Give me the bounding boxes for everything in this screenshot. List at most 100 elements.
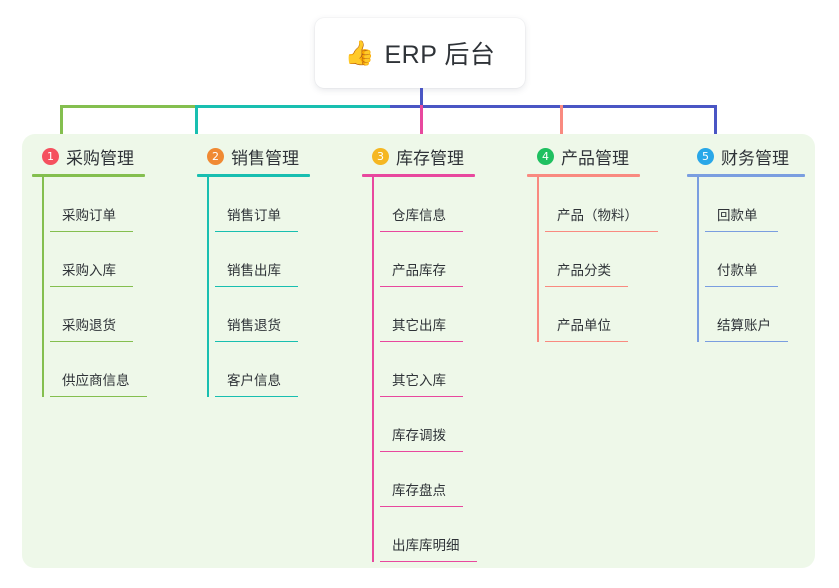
bus-segment-teal: [195, 105, 391, 108]
leaf-item-underline: [50, 230, 133, 232]
leaf-item-label: 其它入库: [392, 373, 446, 388]
drop-connector-4: [560, 105, 563, 147]
column-header-4[interactable]: 4 产品管理: [527, 144, 640, 168]
column-underline: [197, 174, 310, 177]
leaf-item[interactable]: 采购订单: [50, 177, 145, 232]
leaf-item-label: 客户信息: [227, 373, 281, 388]
column-badge-icon: 5: [697, 147, 714, 165]
leaf-item-underline: [380, 340, 463, 342]
column-items: 产品（物料） 产品分类产品单位: [527, 177, 658, 342]
leaf-item-label: 付款单: [717, 263, 758, 278]
leaf-item-underline: [215, 395, 298, 397]
leaf-item-underline: [380, 285, 463, 287]
column-spine: [207, 177, 209, 397]
column-badge-icon: 1: [42, 147, 59, 165]
leaf-item-label: 销售退货: [227, 318, 281, 333]
leaf-item-label: 产品（物料）: [557, 208, 638, 223]
leaf-item-label: 出库库明细: [392, 538, 460, 553]
leaf-item-label: 采购退货: [62, 318, 116, 333]
column-items: 销售订单销售出库销售退货客户信息: [197, 177, 310, 397]
leaf-item-label: 采购入库: [62, 263, 116, 278]
column-items: 仓库信息产品库存其它出库其它入库库存调拨库存盘点出库库明细: [362, 177, 477, 562]
column-underline: [687, 174, 805, 177]
leaf-item-underline: [705, 285, 778, 287]
leaf-item[interactable]: 出库库明细: [380, 507, 477, 562]
leaf-item[interactable]: 销售订单: [215, 177, 310, 232]
leaf-item-label: 库存调拨: [392, 428, 446, 443]
leaf-item-label: 库存盘点: [392, 483, 446, 498]
leaf-item-label: 仓库信息: [392, 208, 446, 223]
column-spine: [697, 177, 699, 342]
leaf-item-label: 销售出库: [227, 263, 281, 278]
leaf-item-label: 回款单: [717, 208, 758, 223]
column-badge-icon: 2: [207, 147, 224, 165]
drop-connector-5: [714, 105, 717, 147]
leaf-item[interactable]: 产品分类: [545, 232, 640, 287]
leaf-item-underline: [545, 340, 628, 342]
drop-connector-2: [195, 105, 198, 147]
thumbs-up-icon: 👍: [344, 39, 375, 67]
leaf-item-underline: [380, 395, 463, 397]
leaf-item-label: 结算账户: [717, 318, 771, 333]
leaf-item-underline: [380, 505, 463, 507]
column-spine: [42, 177, 44, 397]
leaf-item-underline: [50, 395, 147, 397]
bus-segment-green: [60, 105, 196, 108]
leaf-item[interactable]: 供应商信息: [50, 342, 147, 397]
leaf-item[interactable]: 客户信息: [215, 342, 310, 397]
leaf-item[interactable]: 销售出库: [215, 232, 310, 287]
leaf-item-underline: [380, 230, 463, 232]
column-items: 回款单付款单结算账户: [687, 177, 805, 342]
leaf-item-underline: [705, 230, 778, 232]
leaf-item[interactable]: 采购退货: [50, 287, 145, 342]
root-stem-connector: [420, 88, 423, 105]
drop-connector-1: [60, 105, 63, 147]
leaf-item[interactable]: 其它入库: [380, 342, 475, 397]
leaf-item[interactable]: 产品（物料）: [545, 177, 658, 232]
leaf-item-underline: [380, 560, 477, 562]
leaf-item-underline: [380, 450, 463, 452]
leaf-item[interactable]: 库存调拨: [380, 397, 475, 452]
column-title: 产品管理: [561, 148, 629, 168]
column-spine: [537, 177, 539, 342]
leaf-item[interactable]: 库存盘点: [380, 452, 475, 507]
leaf-item[interactable]: 产品库存: [380, 232, 475, 287]
leaf-item-underline: [50, 340, 133, 342]
leaf-item[interactable]: 付款单: [705, 232, 805, 287]
bus-segment-indigo: [390, 105, 716, 108]
leaf-item-underline: [545, 285, 628, 287]
leaf-item-label: 销售订单: [227, 208, 281, 223]
column-underline: [32, 174, 145, 177]
leaf-item-label: 产品单位: [557, 318, 611, 333]
leaf-item-label: 产品分类: [557, 263, 611, 278]
column-4: 4 产品管理产品（物料） 产品分类产品单位: [527, 144, 658, 342]
column-underline: [362, 174, 475, 177]
leaf-item[interactable]: 仓库信息: [380, 177, 475, 232]
leaf-item[interactable]: 回款单: [705, 177, 805, 232]
leaf-item-label: 采购订单: [62, 208, 116, 223]
leaf-item-label: 其它出库: [392, 318, 446, 333]
root-title: ERP 后台: [384, 41, 496, 69]
leaf-item[interactable]: 销售退货: [215, 287, 310, 342]
leaf-item-underline: [215, 340, 298, 342]
leaf-item[interactable]: 结算账户: [705, 287, 805, 342]
column-badge-icon: 4: [537, 147, 554, 165]
drop-connector-3: [420, 105, 423, 147]
column-underline: [527, 174, 640, 177]
leaf-item-underline: [545, 230, 658, 232]
leaf-item-underline: [215, 285, 298, 287]
leaf-item-underline: [50, 285, 133, 287]
leaf-item[interactable]: 产品单位: [545, 287, 640, 342]
leaf-item[interactable]: 采购入库: [50, 232, 145, 287]
root-node[interactable]: 👍 ERP 后台: [315, 18, 525, 88]
leaf-item[interactable]: 其它出库: [380, 287, 475, 342]
